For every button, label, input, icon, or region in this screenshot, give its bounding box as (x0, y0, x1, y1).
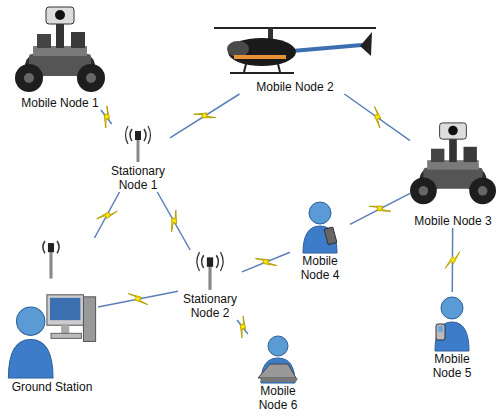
robot-node: Mobile Node 1 (8, 4, 112, 110)
wireless-link (170, 94, 239, 138)
lightning-bolt (369, 199, 391, 220)
tablet-icon (290, 198, 350, 254)
lightning-bolt (255, 252, 276, 272)
node-label: Stationary Node 1 (106, 164, 170, 192)
node-label: Mobile Node 2 (212, 80, 378, 94)
ground-station: Ground Station (6, 238, 98, 394)
phone-icon (420, 292, 484, 352)
laptop-icon (246, 334, 310, 384)
lightning-bolt (366, 107, 388, 128)
robot-node: Mobile Node 3 (410, 114, 496, 228)
lightning-bolt (163, 210, 184, 232)
node-label: Stationary Node 2 (178, 292, 242, 320)
stationary-node: Stationary Node 2 (178, 250, 242, 320)
lightning-bolt (97, 204, 118, 226)
person-node: Mobile Node 4 (290, 198, 350, 282)
node-label: Ground Station (6, 380, 98, 394)
lightning-bolt (232, 316, 254, 338)
lightning-bolt (96, 106, 118, 128)
node-label: Mobile Node 5 (420, 352, 484, 380)
antenna-icon (106, 124, 170, 164)
person-node: Mobile Node 6 (246, 334, 310, 412)
robot-icon (410, 114, 496, 214)
heli-icon (212, 24, 378, 80)
wireless-link (94, 192, 119, 238)
antenna-icon (178, 250, 242, 292)
ground-icon (6, 238, 98, 380)
lightning-bolt (128, 290, 147, 307)
node-label: Mobile Node 4 (290, 254, 350, 282)
lightning-bolt (194, 105, 216, 126)
robot-icon (8, 4, 112, 96)
wireless-link (350, 193, 410, 224)
lightning-bolt (445, 252, 460, 269)
stationary-node: Stationary Node 1 (106, 124, 170, 192)
person-node: Mobile Node 5 (420, 292, 484, 380)
node-label: Mobile Node 6 (246, 384, 310, 412)
helicopter-node: Mobile Node 2 (212, 24, 378, 94)
wireless-link (98, 291, 178, 307)
node-label: Mobile Node 1 (8, 96, 112, 110)
wireless-link (157, 192, 190, 250)
wireless-link (344, 94, 410, 141)
node-label: Mobile Node 3 (410, 214, 496, 228)
wireless-link (242, 252, 290, 272)
